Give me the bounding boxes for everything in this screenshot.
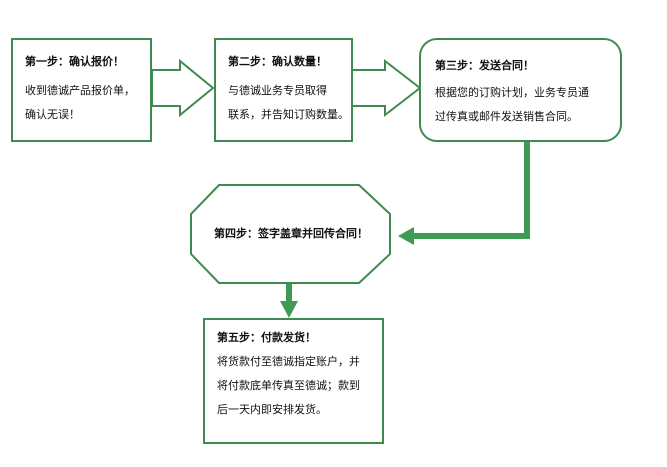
step2-box: 第二步：确认数量！ 与德诚业务专员取得 联系，并告知订购数量。 bbox=[214, 38, 353, 142]
step5-line-1: 将货款付至德诚指定账户，并 bbox=[217, 355, 360, 368]
step3-box: 第三步：发送合同！ 根据您的订购计划，业务专员通 过传真或邮件发送销售合同。 bbox=[419, 38, 622, 142]
step1-title: 第一步：确认报价！ bbox=[25, 55, 124, 68]
step2-title: 第二步：确认数量！ bbox=[228, 55, 327, 68]
step1-box: 第一步：确认报价！ 收到德诚产品报价单， 确认无误！ bbox=[11, 38, 152, 142]
arrow-step4-to-step5-head bbox=[280, 301, 298, 318]
arrow-step3-to-step4-head bbox=[398, 227, 414, 245]
step1-line-1: 收到德诚产品报价单， bbox=[25, 84, 135, 97]
step5-title: 第五步：付款发货！ bbox=[217, 331, 316, 344]
arrow-step2-to-step3 bbox=[351, 58, 422, 118]
step3-line-1: 根据您的订购计划，业务专员通 bbox=[435, 86, 589, 99]
step4-title: 第四步：签字盖章并回传合同！ bbox=[214, 227, 368, 240]
arrow-step3-to-step4 bbox=[410, 140, 530, 239]
step1-line-2: 确认无误！ bbox=[25, 108, 80, 121]
step4-octagon bbox=[190, 184, 391, 284]
step2-line-2: 联系，并告知订购数量。 bbox=[228, 108, 349, 121]
step5-line-3: 后一天内即安排发货。 bbox=[217, 403, 327, 416]
step5-box: 第五步：付款发货！ 将货款付至德诚指定账户，并 将付款底单传真至德诚；款到 后一… bbox=[203, 318, 384, 444]
step5-line-2: 将付款底单传真至德诚；款到 bbox=[217, 379, 360, 392]
arrow-step1-to-step2 bbox=[151, 58, 215, 118]
step2-line-1: 与德诚业务专员取得 bbox=[228, 84, 327, 97]
step3-line-2: 过传真或邮件发送销售合同。 bbox=[435, 110, 578, 123]
step3-title: 第三步：发送合同！ bbox=[435, 59, 534, 72]
